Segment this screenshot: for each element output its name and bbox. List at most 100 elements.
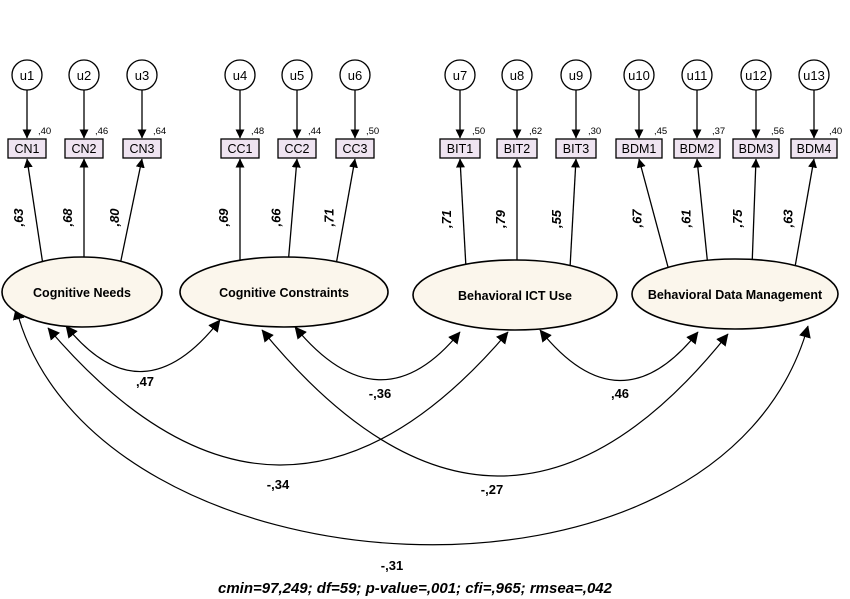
indicator-box [790,138,838,159]
indicator-box [122,138,162,159]
covariance-value: -,31 [381,558,403,573]
error-term-label: u6 [348,68,362,83]
error-term-label: u3 [135,68,149,83]
r-squared-value: ,48 [251,126,264,137]
model-fit-statistics: cmin=97,249; df=59; p-value=,001; cfi=,9… [218,580,613,597]
latent-label: Cognitive Needs [33,286,131,300]
r-squared-value: ,64 [153,126,166,137]
error-term-label: u12 [745,68,767,83]
indicator-box [615,138,663,159]
loading-arrow [23,158,44,266]
indicator-variables: u1CN1,40,63u2CN2,46,68u3CN3,64,80u4CC1,4… [7,59,842,229]
loading-value: ,79 [493,209,508,229]
r-squared-value: ,37 [712,126,725,137]
covariance-arc-bit-bdm [539,329,699,381]
loading-value: ,69 [216,208,231,228]
covariance-arc-cc-bit [294,326,461,381]
error-term-circle [681,59,713,91]
error-term-label: u5 [290,68,304,83]
error-term-label: u9 [569,68,583,83]
error-term-label: u10 [628,68,650,83]
loading-arrows [23,158,817,269]
error-term-circle [560,59,592,91]
indicator-label: CC1 [227,142,252,156]
covariance-value: -,36 [369,386,391,401]
r-squared-value: ,50 [472,126,485,137]
indicator-box [7,138,47,159]
error-term-circle [444,59,476,91]
loading-arrow [751,158,761,268]
covariance-value: ,47 [136,374,154,389]
indicator-box [220,138,260,159]
indicator-box [277,138,317,159]
covariance-value: -,34 [267,477,290,492]
loading-value: ,66 [269,208,284,228]
error-term-circle [798,59,830,91]
indicator-box [732,138,780,159]
loading-arrow [335,158,358,266]
indicator-label: BDM2 [680,142,715,156]
error-term-circle [339,59,371,91]
r-squared-value: ,62 [529,126,542,137]
indicator-label: BDM1 [622,142,657,156]
latent-behavioral-data-management: Behavioral Data Management [631,258,839,330]
covariance-arc-cn-bdm [13,307,811,546]
indicator-label: CN1 [14,142,39,156]
loading-arrow [569,158,581,269]
r-squared-value: ,40 [829,126,842,137]
error-term-label: u8 [510,68,524,83]
indicator-label: BIT1 [447,142,473,156]
error-term-circle [224,59,256,91]
r-squared-value: ,40 [38,126,51,137]
covariance-labels: ,47 -,36 ,46 -,34 -,27 -,31 [136,374,629,573]
loading-arrow [455,158,467,269]
error-term-circle [126,59,158,91]
error-term-circle [68,59,100,91]
r-squared-value: ,44 [308,126,321,137]
loading-value: ,63 [11,208,26,228]
error-term-label: u1 [20,68,34,83]
error-term-label: u7 [453,68,467,83]
latent-cognitive-constraints: Cognitive Constraints [179,256,389,328]
loading-arrow [794,158,817,268]
indicator-label: CN3 [129,142,154,156]
indicator-label: BIT2 [504,142,530,156]
loading-value: ,80 [107,208,122,228]
loading-value: ,55 [549,209,564,229]
error-term-label: u4 [233,68,247,83]
error-term-circle [281,59,313,91]
r-squared-value: ,30 [588,126,601,137]
latent-label: Cognitive Constraints [219,286,349,300]
indicator-box [673,138,721,159]
loading-arrow [693,158,709,268]
covariance-value: ,46 [611,386,629,401]
error-term-circle [740,59,772,91]
loading-arrow [119,158,145,266]
indicator-label: CN2 [71,142,96,156]
loading-value: ,75 [730,209,745,229]
loading-value: ,61 [679,209,694,228]
loading-arrow [287,158,301,266]
loading-value: ,68 [60,208,75,228]
indicator-label: CC2 [284,142,309,156]
indicator-label: BDM3 [739,142,774,156]
indicator-label: BIT3 [563,142,589,156]
error-term-label: u2 [77,68,91,83]
indicator-label: BDM4 [797,142,832,156]
indicator-box [555,138,597,159]
loading-value: ,63 [781,209,796,229]
covariance-arcs [13,307,811,546]
indicator-box [496,138,538,159]
covariance-value: -,27 [481,482,503,497]
covariance-arc-cn-bit [47,327,509,466]
